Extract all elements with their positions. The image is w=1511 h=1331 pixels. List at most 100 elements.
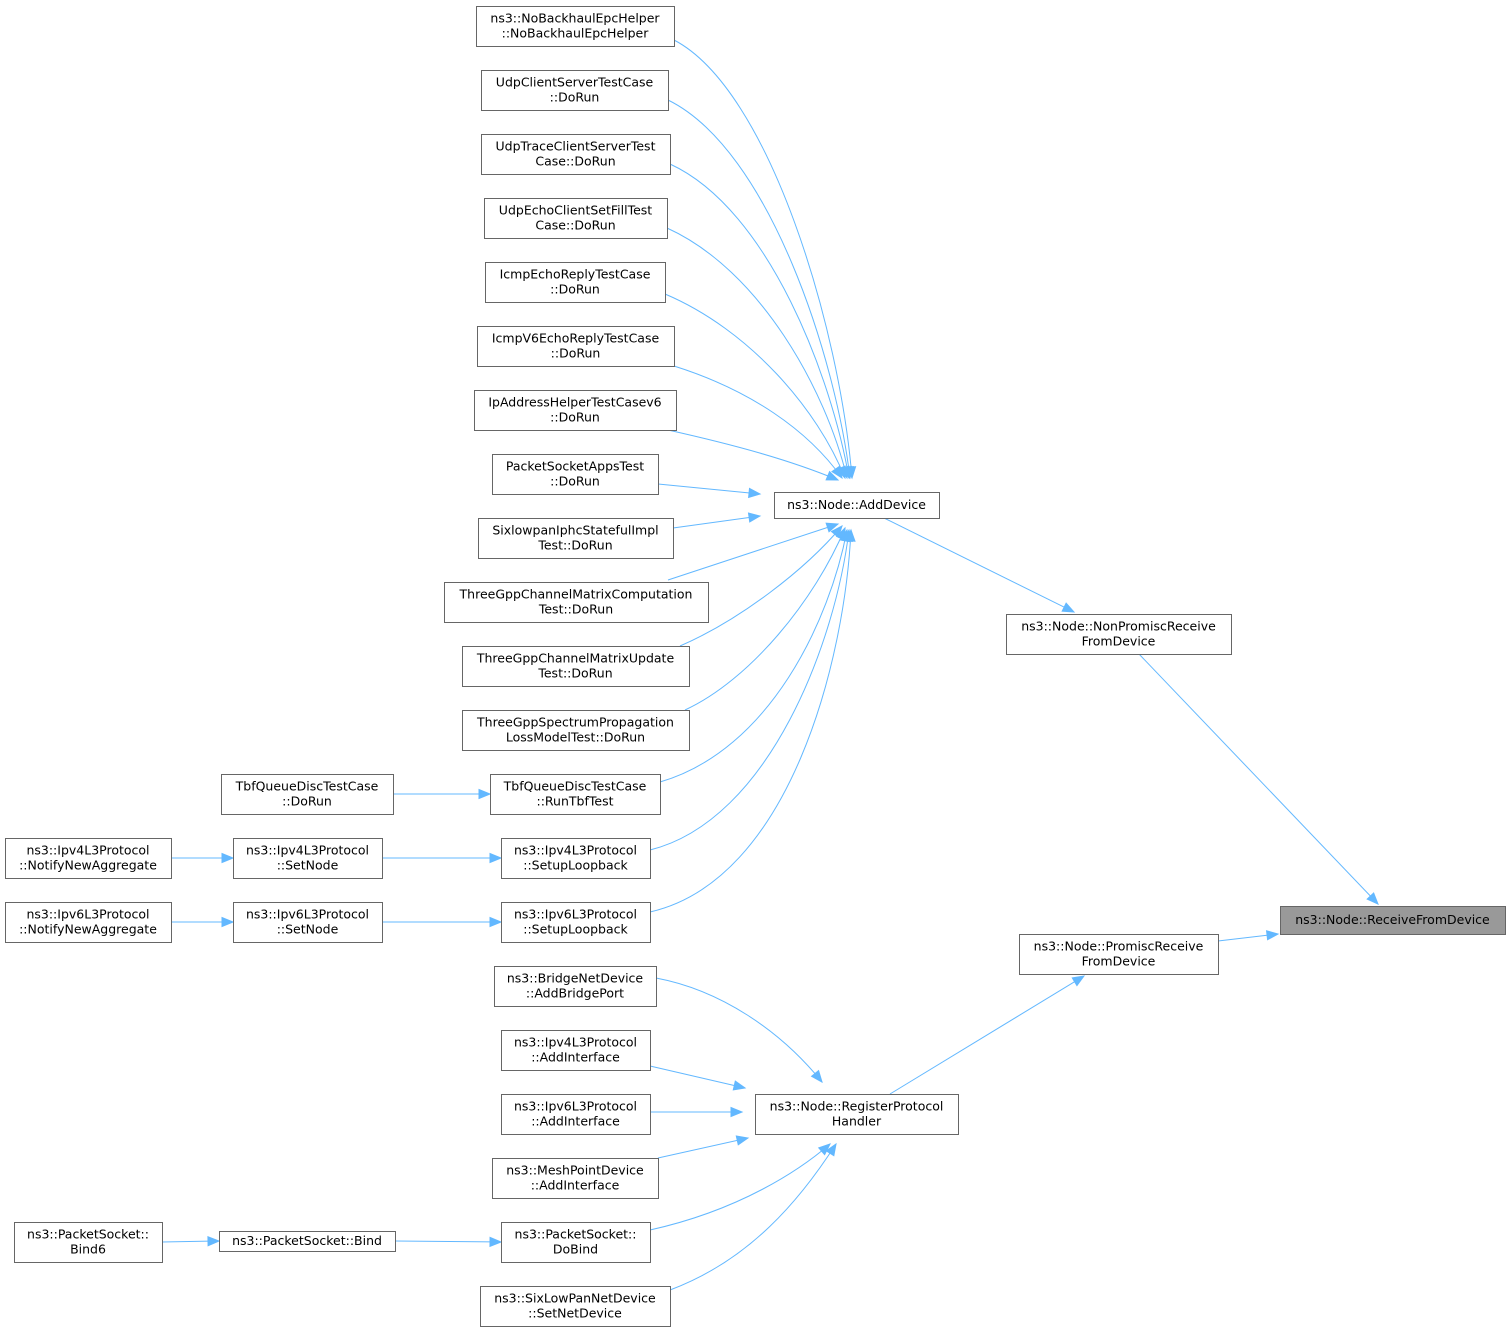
edge-arrowhead <box>1366 892 1379 905</box>
edge-arrowhead <box>478 788 492 800</box>
node-ipv4notify[interactable]: ns3::Ipv4L3Protocol::NotifyNewAggregate <box>5 838 172 879</box>
node-label-line: FromDevice <box>1082 634 1156 649</box>
node-label-line: IcmpV6EchoReplyTestCase <box>492 331 660 346</box>
node-box <box>233 838 383 879</box>
edge-ipv6addif-to-register <box>650 1106 744 1118</box>
node-tbfrun[interactable]: TbfQueueDiscTestCase::RunTbfTest <box>490 774 661 815</box>
node-threegppspec[interactable]: ThreeGppSpectrumPropagationLossModelTest… <box>462 710 690 751</box>
node-label-line: UdpClientServerTestCase <box>496 75 654 90</box>
node-label-line: ::DoRun <box>550 474 600 489</box>
node-root[interactable]: ns3::Node::ReceiveFromDevice <box>1280 906 1506 935</box>
node-packetsock[interactable]: PacketSocketAppsTest::DoRun <box>492 454 659 495</box>
edge-line <box>669 1143 837 1291</box>
node-box <box>462 646 690 687</box>
node-box <box>490 774 661 815</box>
edge-line <box>664 293 846 479</box>
node-box <box>5 838 172 879</box>
edge-line <box>1217 934 1269 942</box>
node-label-line: ::AddInterface <box>531 1114 620 1129</box>
node-box <box>501 838 651 879</box>
node-sixlowsetnet[interactable]: ns3::SixLowPanNetDevice::SetNetDevice <box>480 1286 671 1327</box>
node-box <box>5 902 172 943</box>
nodes-layer: ns3::Node::ReceiveFromDevice ns3::Node::N… <box>5 6 1506 1327</box>
node-mesh[interactable]: ns3::MeshPointDevice::AddInterface <box>492 1158 659 1199</box>
node-label-line: ns3::MeshPointDevice <box>506 1163 644 1178</box>
edge-arrowhead <box>1061 602 1076 613</box>
edge-arrowhead <box>845 528 856 542</box>
edge-bind-to-dobind <box>394 1236 503 1248</box>
node-box <box>233 902 383 943</box>
node-icmpecho[interactable]: IcmpEchoReplyTestCase::DoRun <box>485 262 666 303</box>
node-bind[interactable]: ns3::PacketSocket::Bind <box>219 1231 396 1252</box>
node-label-line: ::DoRun <box>550 282 600 297</box>
edge-ipaddr-to-adddevice <box>667 429 840 481</box>
node-label-line: Case::DoRun <box>535 154 615 169</box>
node-ipv6loop[interactable]: ns3::Ipv6L3Protocol::SetupLoopback <box>501 902 651 943</box>
edge-ipv4addif-to-register <box>649 1065 747 1091</box>
node-icmpv6[interactable]: IcmpV6EchoReplyTestCase::DoRun <box>477 326 675 367</box>
edge-arrowhead <box>207 1235 221 1247</box>
node-label-line: ::NotifyNewAggregate <box>19 858 157 873</box>
edge-line <box>673 365 843 479</box>
node-label-line: ns3::Node::RegisterProtocol <box>770 1099 944 1114</box>
edge-icmpv6-to-adddevice <box>673 365 843 480</box>
node-label-line: ThreeGppChannelMatrixComputation <box>459 587 693 602</box>
edge-icmpecho-to-adddevice <box>664 293 846 480</box>
edge-nonpromisc-to-root <box>1138 653 1379 905</box>
node-label-line: ns3::Ipv6L3Protocol <box>514 907 637 922</box>
edge-line <box>394 1240 492 1243</box>
node-box <box>481 70 669 111</box>
node-ipv6notify[interactable]: ns3::Ipv6L3Protocol::NotifyNewAggregate <box>5 902 172 943</box>
edge-register-to-promisc <box>889 975 1086 1095</box>
edge-arrowhead <box>817 1143 831 1156</box>
node-label-line: ns3::BridgeNetDevice <box>507 971 644 986</box>
node-box <box>14 1222 163 1263</box>
node-threegppcomp[interactable]: ThreeGppChannelMatrixComputationTest::Do… <box>444 582 709 623</box>
node-box <box>492 454 659 495</box>
node-tbfdorun[interactable]: TbfQueueDiscTestCase::DoRun <box>221 774 394 815</box>
node-label-line: ns3::PacketSocket:: <box>515 1227 637 1242</box>
edge-arrowhead <box>732 1080 747 1091</box>
node-box <box>477 326 675 367</box>
edge-ipv6notify-to-ipv6setnode <box>171 916 235 928</box>
edge-arrowhead <box>730 1106 744 1118</box>
node-ipv4setnode[interactable]: ns3::Ipv4L3Protocol::SetNode <box>233 838 383 879</box>
node-box <box>755 1094 959 1135</box>
edge-arrowhead <box>489 1236 503 1248</box>
edge-sixlowpan-to-adddevice <box>672 512 762 529</box>
edge-bridge-to-register <box>655 977 823 1084</box>
node-label-line: IcmpEchoReplyTestCase <box>500 267 651 282</box>
node-ipv6setnode[interactable]: ns3::Ipv6L3Protocol::SetNode <box>233 902 383 943</box>
node-label-line: ::SetNode <box>277 858 339 873</box>
node-adddevice[interactable]: ns3::Node::AddDevice <box>774 492 940 519</box>
node-box <box>501 1094 651 1135</box>
node-bind6[interactable]: ns3::PacketSocket::Bind6 <box>14 1222 163 1263</box>
node-bridge[interactable]: ns3::BridgeNetDevice::AddBridgePort <box>494 966 657 1007</box>
edge-line <box>667 429 839 481</box>
edge-line <box>657 1137 749 1159</box>
node-udpcs[interactable]: UdpClientServerTestCase::DoRun <box>481 70 669 111</box>
node-dobind[interactable]: ns3::PacketSocket::DoBind <box>501 1222 651 1263</box>
node-ipv4loop[interactable]: ns3::Ipv4L3Protocol::SetupLoopback <box>501 838 651 879</box>
node-label-line: ns3::SixLowPanNetDevice <box>494 1291 656 1306</box>
node-label-line: ns3::Ipv6L3Protocol <box>246 907 369 922</box>
node-label-line: UdpTraceClientServerTest <box>496 139 656 154</box>
edge-line <box>679 525 843 647</box>
node-nobackhaul[interactable]: ns3::NoBackhaulEpcHelper::NoBackhaulEpcH… <box>476 6 675 47</box>
node-label-line: SixlowpanIphcStatefulImpl <box>492 523 658 538</box>
node-label-line: FromDevice <box>1082 954 1156 969</box>
edge-line <box>1138 653 1372 898</box>
node-ipv6addif[interactable]: ns3::Ipv6L3Protocol::AddInterface <box>501 1094 651 1135</box>
node-box <box>478 518 674 559</box>
node-ipaddr[interactable]: IpAddressHelperTestCasev6::DoRun <box>474 390 677 431</box>
node-ipv4addif[interactable]: ns3::Ipv4L3Protocol::AddInterface <box>501 1030 651 1071</box>
edge-arrowhead <box>825 1142 837 1157</box>
